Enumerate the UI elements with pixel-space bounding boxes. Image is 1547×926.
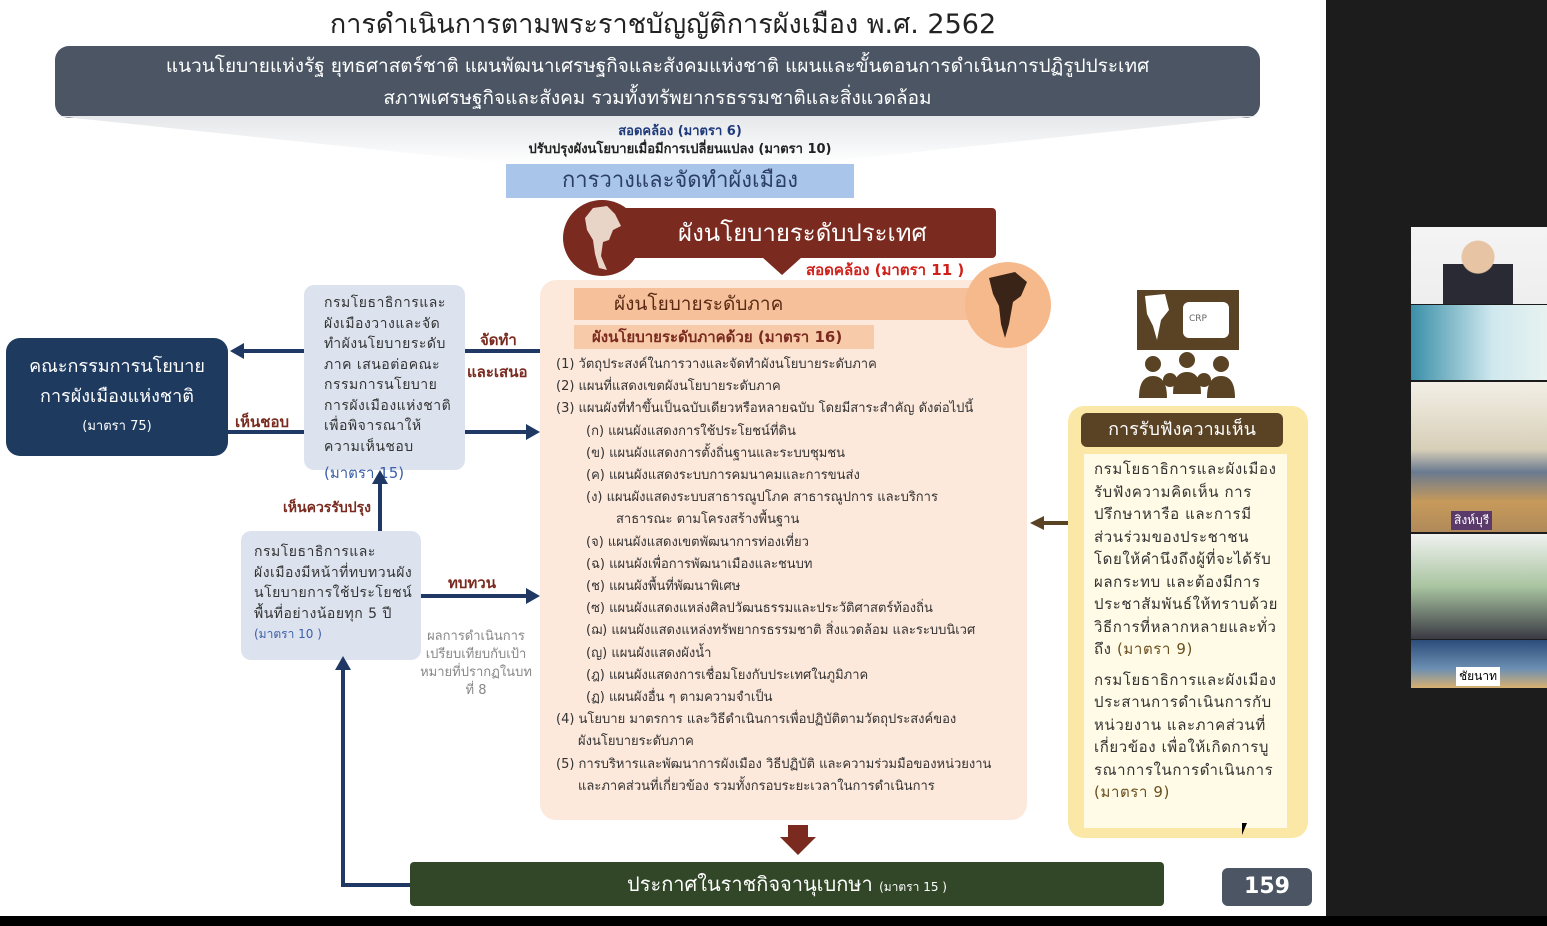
list-item: (ฉ) แผนผังเพื่อการพัฒนาเมืองและชนบท [586, 556, 813, 572]
list-item: (ข) แผนผังแสดงการตั้งถิ่นฐานและระบบชุมชน [586, 445, 846, 461]
revise-note: ปรับปรุงผังนโยบายเมื่อมีการเปลี่ยนแปลง (… [528, 142, 832, 157]
arrow-line [465, 349, 540, 353]
arrow-up-icon [335, 656, 351, 670]
list-item: สาธารณะ ตามโครงสร้างพื้นฐาน [616, 512, 800, 528]
video-tile[interactable] [1411, 534, 1547, 639]
down-arrow-icon [762, 257, 802, 275]
list-item: (3) แผนผังที่ทำขึ้นเป็นฉบับเดียวหรือหลาย… [556, 401, 974, 417]
consistent-note: สอดคล้อง (มาตรา 6) [618, 124, 742, 139]
public-hearing-icon: CRP [1135, 290, 1239, 402]
presentation-slide: การดำเนินการตามพระราชบัญญัติการผังเมือง … [0, 0, 1326, 916]
committee-line: การผังเมืองแห่งชาติ [40, 386, 194, 407]
banner-line: แนวนโยบายแห่งรัฐ ยุทธศาสตร์ชาติ แผนพัฒนา… [165, 55, 1150, 77]
arrow-left-icon [230, 343, 244, 359]
hearing-paragraph-2: กรมโยธาธิการและผังเมืองประสานการดำเนินกา… [1094, 670, 1277, 779]
region-map-icon [965, 262, 1051, 348]
list-item: (ฎ) แผนผังแสดงการเชื่อมโยงกับประเทศในภูม… [586, 667, 869, 683]
arrow-line [465, 430, 527, 434]
public-hearing-title: การรับฟังความเห็น [1081, 413, 1283, 447]
dept-review-section: (มาตรา 10 ) [254, 627, 322, 641]
list-item: และภาคส่วนที่เกี่ยวข้อง รวมทั้งกรอบระยะเ… [578, 778, 935, 794]
slide-title: การดำเนินการตามพระราชบัญญัติการผังเมือง … [329, 9, 997, 40]
dept-propose-box: กรมโยธาธิการและผังเมืองวางและจัดทำผังนโย… [304, 285, 465, 482]
national-plan-box: ผังนโยบายระดับประเทศ [600, 208, 996, 258]
arrow-line [378, 484, 382, 531]
hearing-section-2: (มาตรา 9) [1094, 783, 1170, 801]
arrow-right-icon [526, 424, 540, 440]
committee-line: คณะกรรมการนโยบาย [29, 356, 205, 377]
label-approve: เห็นชอบ [235, 413, 289, 431]
arrow-line [244, 349, 304, 353]
regional-plan-panel [540, 280, 1027, 820]
video-tile[interactable] [1411, 227, 1547, 304]
thailand-map-icon [563, 200, 641, 276]
hearing-section-1: (มาตรา 9) [1116, 640, 1193, 658]
list-item: (ค) แผนผังแสดงระบบการคมนาคมและการขนส่ง [586, 468, 860, 484]
label-improve: เห็นควรรับปรุง [283, 500, 371, 516]
list-item: (4) นโยบาย มาตรการ และวิธีดำเนินการเพื่อ… [556, 712, 957, 728]
list-item: (ฌ) แผนผังแสดงแหล่งทรัพยากรธรรมชาติ สิ่ง… [586, 623, 976, 639]
list-item: (ง) แผนผังแสดงระบบสาธารณูปโภค สาธารณูปกา… [586, 490, 938, 506]
video-tile[interactable] [1411, 305, 1547, 380]
list-item: (5) การบริหารและพัฒนาการผังเมือง วิธีปฏิ… [556, 756, 992, 772]
arrow-up-icon [372, 470, 388, 484]
list-item: (1) วัตถุประสงค์ในการวางและจัดทำผังนโยบา… [556, 357, 877, 372]
arrow-line [1044, 521, 1068, 525]
arrow-line [341, 670, 345, 887]
participant-avatar [1443, 237, 1513, 304]
mouse-cursor-icon [1242, 823, 1252, 835]
list-item: (ญ) แผนผังแสดงผังน้ำ [586, 645, 712, 661]
regional-plan-subtitle: ผังนโยบายระดับภาคด้วย (มาตรา 16) [574, 325, 874, 349]
list-item: (ก) แผนผังแสดงการใช้ประโยชน์ที่ดิน [586, 423, 796, 439]
regional-plan-title: ผังนโยบายระดับภาค [574, 288, 994, 320]
banner-line: สภาพเศรษฐกิจและสังคม รวมทั้งทรัพยากรธรรม… [383, 87, 932, 109]
list-item: (จ) แผนผังแสดงเขตพัฒนาการท่องเที่ยว [586, 534, 809, 550]
video-tile[interactable]: สิงห์บุรี [1411, 382, 1547, 532]
list-item: (ช) แผนผังพื้นที่พัฒนาพิเศษ [586, 579, 741, 595]
arrow-left-icon [1030, 516, 1044, 530]
dept-propose-text: กรมโยธาธิการและผังเมืองวางและจัดทำผังนโย… [324, 295, 452, 455]
page-number: 159 [1222, 868, 1312, 906]
video-tile-label: ชัยนาท [1456, 667, 1501, 686]
arrow-line [421, 594, 527, 598]
label-draft: จัดทำ [480, 331, 517, 349]
hearing-paragraph-1: กรมโยธาธิการและผังเมืองรับฟังความคิดเห็น… [1094, 460, 1279, 658]
arrow-right-icon [526, 588, 540, 604]
dept-propose-section: (มาตรา 15) [324, 464, 405, 482]
list-item: (ซ) แผนผังแสดงแหล่งศิลปวัฒนธรรมและประวัต… [586, 601, 933, 617]
result-note: ผลการดำเนินการเปรียบเทียบกับเป้าหมายที่ป… [420, 629, 532, 698]
policy-banner: แนวนโยบายแห่งรัฐ ยุทธศาสตร์ชาติ แผนพัฒนา… [55, 46, 1260, 118]
planning-label: การวางและจัดทำผังเมือง [506, 164, 854, 198]
list-item: (ฏ) แผนผังอื่น ๆ ตามความจำเป็น [586, 690, 773, 706]
dept-review-text: กรมโยธาธิการและผังเมืองมีหน้าที่ทบทวนผัง… [254, 544, 413, 622]
video-tile[interactable]: ชัยนาท [1411, 640, 1547, 688]
label-propose: และเสนอ [467, 363, 528, 381]
video-tile-label: สิงห์บุรี [1451, 511, 1493, 530]
dept-review-box: กรมโยธาธิการและผังเมืองมีหน้าที่ทบทวนผัง… [241, 531, 421, 660]
regional-plan-contents: (1) วัตถุประสงค์ในการวางและจัดทำผังนโยบา… [556, 354, 1016, 798]
bottom-bar [0, 916, 1547, 926]
gazette-bar: ประกาศในราชกิจจานุเบกษา (มาตรา 15 ) [410, 862, 1164, 906]
consistent-11-note: สอดคล้อง (มาตรา 11 ) [806, 261, 965, 279]
gazette-section: (มาตรา 15 ) [879, 880, 947, 894]
list-item: ผังนโยบายระดับภาค [578, 734, 694, 750]
list-item: (2) แผนที่แสดงเขตผังนโยบายระดับภาค [556, 379, 781, 395]
gazette-text: ประกาศในราชกิจจานุเบกษา [627, 872, 873, 896]
national-committee-box: คณะกรรมการนโยบาย การผังเมืองแห่งชาติ (มา… [6, 338, 228, 456]
arrow-line [341, 883, 411, 887]
label-review: ทบทวน [448, 574, 496, 592]
arrow-line [228, 430, 304, 434]
down-arrow-icon [780, 825, 816, 855]
public-hearing-body: กรมโยธาธิการและผังเมืองรับฟังความคิดเห็น… [1084, 454, 1287, 828]
committee-section: (มาตรา 75) [82, 419, 152, 434]
crp-label: CRP [1189, 314, 1207, 324]
